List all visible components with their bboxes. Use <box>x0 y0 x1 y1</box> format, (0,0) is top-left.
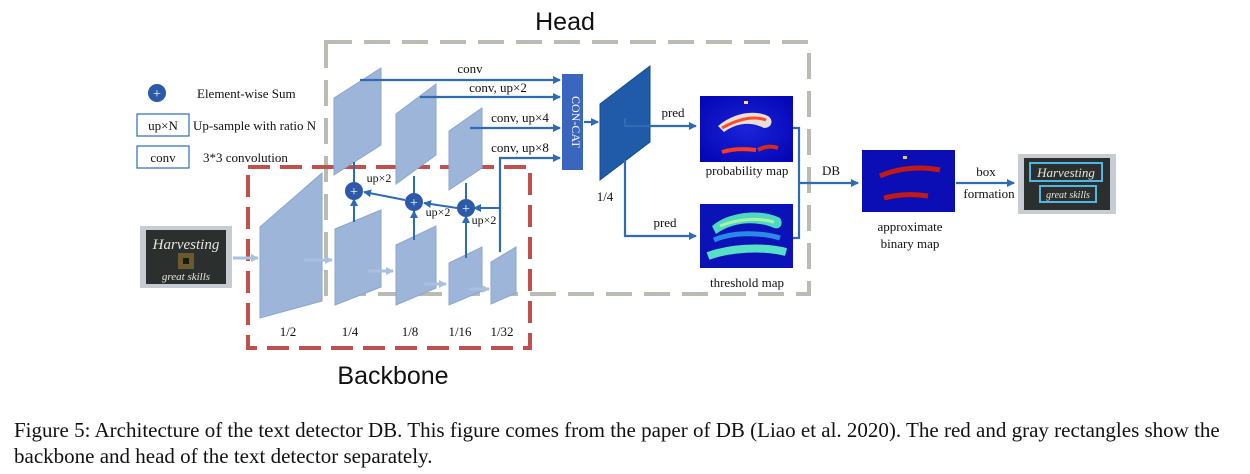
conv-legend-label: 3*3 convolution <box>203 150 288 165</box>
topdown-label-3: up×2 <box>472 213 497 227</box>
upsample-legend-label: Up-sample with ratio N <box>193 118 317 133</box>
sum-node-1-4: + <box>345 182 363 200</box>
fusion-label-up8: conv, up×8 <box>491 140 549 155</box>
backbone-plate-1-2 <box>259 171 323 319</box>
input-image-word2: great skills <box>162 271 210 283</box>
svg-text:+: + <box>410 196 418 211</box>
box-formation-label-line2: formation <box>963 186 1015 201</box>
fusion-label-up2: conv, up×2 <box>469 80 527 95</box>
backbone-title: Backbone <box>337 362 448 390</box>
input-image: Harvesting great skills <box>140 226 232 288</box>
fusion-arrow-up8 <box>498 154 561 252</box>
sum-legend-label: Element-wise Sum <box>197 86 296 101</box>
topdown-1-8-to-1-4 <box>363 189 406 201</box>
feature-plate-p2 <box>333 67 382 176</box>
fusion-label-up4: conv, up×4 <box>491 110 549 125</box>
scale-label-1-16: 1/16 <box>448 324 472 339</box>
upsample-legend-box-label: up×N <box>148 118 178 133</box>
concat-block <box>562 74 583 170</box>
sum-node-1-16: + <box>457 199 475 217</box>
db-merge-line <box>793 126 801 240</box>
backbone-plate-1-32 <box>490 246 517 305</box>
box-formation-label-line1: box <box>976 164 996 179</box>
feature-plate-p3 <box>395 83 437 185</box>
svg-text:+: + <box>462 202 470 217</box>
pred-arrow-threshold <box>623 160 697 240</box>
fused-feature-scale: 1/4 <box>597 189 614 204</box>
input-image-word1: Harvesting <box>152 237 220 253</box>
topdown-label-2: up×2 <box>426 205 451 219</box>
pred-arrow-probability <box>623 118 697 130</box>
binary-map-label-line2: binary map <box>881 236 940 251</box>
conv-legend-box-label: conv <box>150 150 176 165</box>
probability-map-image <box>700 96 793 162</box>
db-architecture-diagram: Head Backbone + Element-wise Sum up×N Up… <box>136 8 1116 390</box>
figure-caption: Figure 5: Architecture of the text detec… <box>14 418 1220 468</box>
sum-node-1-8: + <box>405 193 423 211</box>
binary-map-image <box>862 150 955 212</box>
feature-plate-p4 <box>448 107 483 191</box>
topdown-label-1: up×2 <box>367 171 392 185</box>
head-title: Head <box>535 8 595 36</box>
scale-label-1-2: 1/2 <box>280 324 297 339</box>
sum-legend-icon <box>148 84 166 102</box>
pred-label-threshold: pred <box>653 215 677 230</box>
upsample-legend-box <box>136 113 190 137</box>
topdown-1-16-to-1-8 <box>423 200 458 209</box>
sum-legend-symbol: + <box>153 87 161 102</box>
db-label: DB <box>822 163 840 178</box>
output-image-word2: great skills <box>1046 190 1090 201</box>
scale-label-1-32: 1/32 <box>490 324 513 339</box>
svg-text:+: + <box>350 185 358 200</box>
output-image: Harvesting great skills <box>1018 154 1116 214</box>
binary-map-label-line1: approximate <box>878 219 943 234</box>
backbone-plate-1-4 <box>334 209 382 306</box>
pred-label-probability: pred <box>661 105 685 120</box>
concat-label: CON-CAT <box>569 96 583 149</box>
scale-label-1-8: 1/8 <box>402 324 419 339</box>
fusion-label-conv: conv <box>457 61 483 76</box>
output-image-word1: Harvesting <box>1036 165 1095 180</box>
probability-map-label: probability map <box>706 163 789 178</box>
threshold-map-label: threshold map <box>710 275 784 290</box>
conv-legend-box <box>136 145 190 169</box>
scale-label-1-4: 1/4 <box>342 324 359 339</box>
threshold-map-image <box>700 204 793 268</box>
